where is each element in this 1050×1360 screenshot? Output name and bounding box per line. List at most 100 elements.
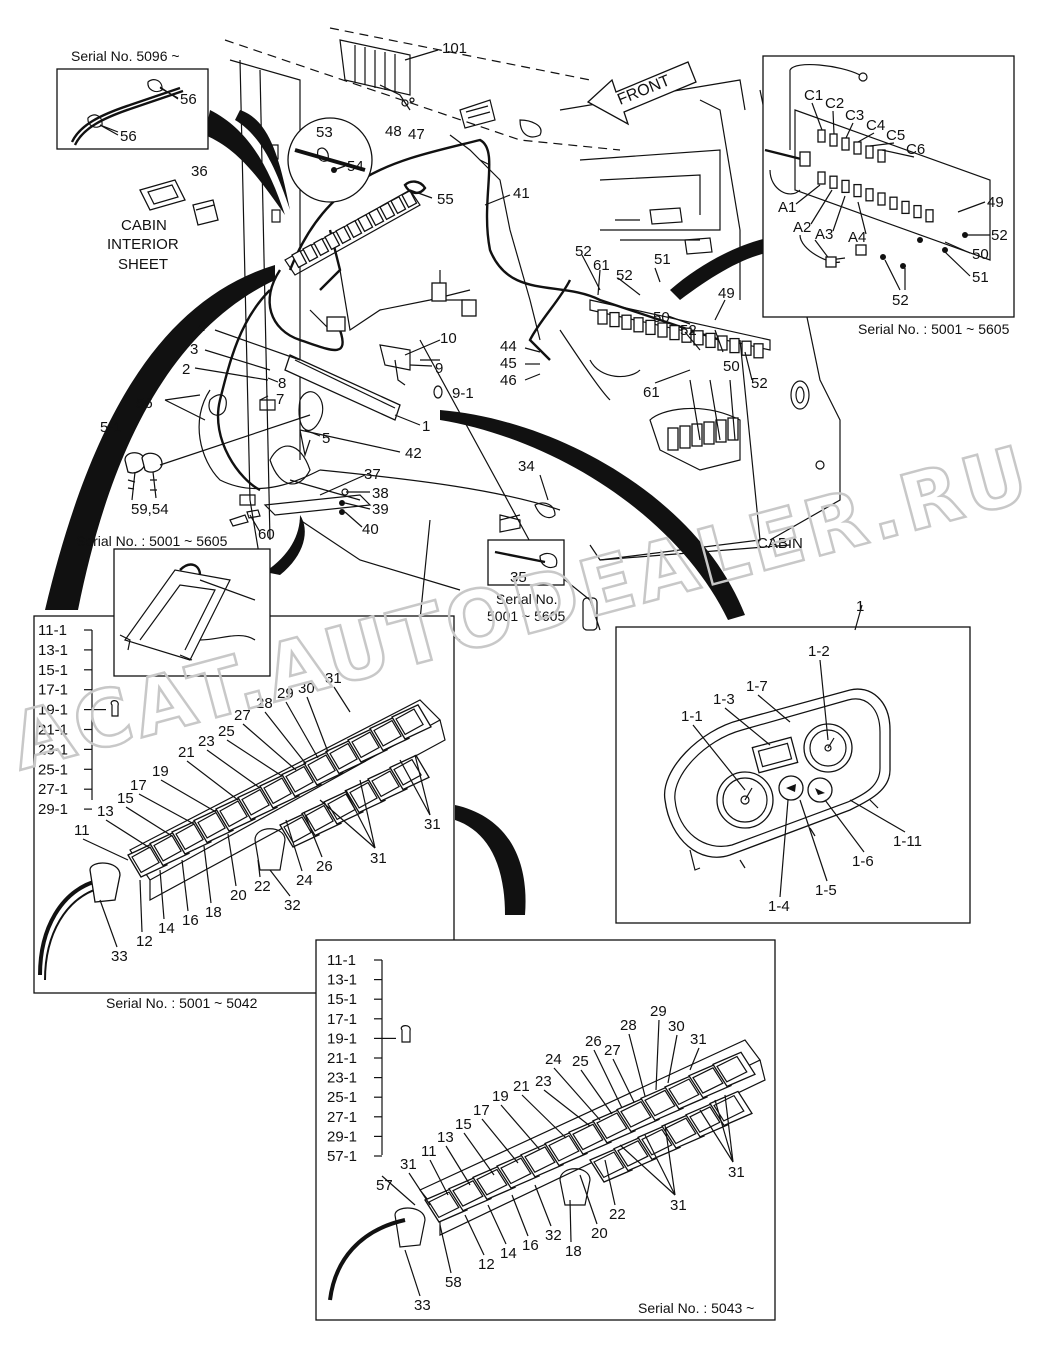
switch-bottom-label-29: 29 [650, 1003, 667, 1020]
fuse [291, 249, 308, 269]
label-37: 37 [364, 466, 381, 483]
leader-line [757, 694, 791, 723]
inset-label-a4: A4 [848, 229, 866, 246]
leader-line [543, 1089, 591, 1127]
rocker-switch-face [620, 1100, 652, 1128]
label-1: 1 [422, 418, 430, 435]
rocker-switch-face [593, 1151, 625, 1179]
inset-label-a1: A1 [778, 199, 796, 216]
leader-line [206, 749, 261, 789]
connector-a [865, 188, 874, 202]
inset-label-c6: C6 [906, 141, 925, 158]
serial-left-panel: Serial No. : 5001 ~ 5042 [106, 995, 258, 1011]
rocker-switch-face [716, 1055, 748, 1083]
switch-bottom-label-13: 13 [437, 1129, 454, 1146]
switch-bottom-label-15: 15 [455, 1116, 472, 1133]
leader-line [285, 701, 319, 759]
leader-line [799, 799, 828, 882]
lamp-list-label-19-1: 19-1 [327, 1030, 357, 1047]
lamp-list-label-17-1: 17-1 [327, 1011, 357, 1028]
fuse [302, 243, 319, 263]
rocker-switch-face [548, 1134, 580, 1162]
label-50: 50 [723, 358, 740, 375]
rocker-switch-face [641, 1128, 673, 1156]
switch-bottom-label-14: 14 [500, 1245, 517, 1262]
leader-line [832, 110, 835, 135]
label-39: 39 [372, 501, 389, 518]
label-38: 38 [372, 485, 389, 502]
rocker-switch-face [371, 770, 400, 798]
lamp-list-label-21-1: 21-1 [38, 722, 68, 739]
inset-label-50: 50 [972, 246, 989, 263]
fuse [609, 311, 620, 328]
leader-line [344, 789, 376, 849]
leader-line [580, 1069, 613, 1115]
lamp-list-label-27-1: 27-1 [327, 1109, 357, 1126]
label-52: 52 [616, 267, 633, 284]
lamp-list-label-15-1: 15-1 [38, 662, 68, 679]
switch-left-label-27: 27 [234, 707, 251, 724]
relay [667, 427, 679, 451]
rocker-switch-face [329, 742, 358, 770]
rocker-switch-face [665, 1117, 697, 1145]
switch-left-label-31: 31 [325, 670, 342, 687]
leader-line [105, 819, 151, 849]
rocker-switch [712, 1051, 756, 1088]
leader-line [795, 184, 821, 205]
lamp-list-label-19-1: 19-1 [38, 702, 68, 719]
rocker-switch-face [524, 1146, 556, 1173]
leader-line [439, 1224, 452, 1274]
rocker-switch-face [713, 1094, 745, 1122]
leader-line [724, 1094, 734, 1163]
switch-bottom-label-16: 16 [522, 1237, 539, 1254]
fuse [324, 231, 341, 251]
leader-line [811, 102, 823, 131]
lamp-list-label-25-1: 25-1 [38, 761, 68, 778]
switch-bottom-label-22: 22 [609, 1206, 626, 1223]
leader-line [593, 1049, 623, 1109]
switch-bottom-label-58: 58 [445, 1274, 462, 1291]
lamp-list-label-11-1: 11-1 [327, 952, 356, 969]
connector-c [817, 129, 826, 143]
leader-line [138, 793, 195, 825]
label-55: 55 [437, 191, 454, 208]
switch-bottom-label-26: 26 [585, 1033, 602, 1050]
leader-line [186, 760, 239, 801]
switch-left-label-21: 21 [178, 744, 195, 761]
leader-line [139, 879, 143, 933]
label-52: 52 [751, 375, 768, 392]
callout-sweeps [45, 110, 790, 915]
fuse [313, 237, 330, 257]
fuse [357, 213, 374, 233]
leader-line [604, 1159, 616, 1206]
label-34: 34 [518, 458, 535, 475]
leader-line [832, 195, 846, 232]
fuse-block-right [589, 299, 771, 471]
lamp-list-label-57-1: 57-1 [327, 1148, 357, 1165]
switch-left-label-28: 28 [256, 695, 273, 712]
leader-line [521, 1094, 567, 1139]
switch-left-label-23: 23 [198, 733, 215, 750]
fuse [705, 332, 716, 349]
leader-line [242, 723, 297, 771]
rocker-switch-face [219, 800, 248, 828]
switch-left-label-24: 24 [296, 872, 313, 889]
switch-left-label-32: 32 [284, 897, 301, 914]
gauge-label-1-6: 1-6 [852, 853, 874, 870]
rocker-switch-face [572, 1123, 604, 1151]
gauge-label-1-7: 1-7 [746, 678, 768, 695]
label-9-1: 9-1 [452, 385, 474, 402]
label-46: 46 [500, 372, 517, 389]
leader-line [667, 1034, 678, 1084]
leader-line [99, 899, 118, 948]
rocker-switch-face [197, 811, 226, 839]
rocker-switch-face [692, 1067, 724, 1094]
label-50: 50 [653, 309, 670, 326]
gauge-label-1-2: 1-2 [808, 643, 830, 660]
lamp-list-label-21-1: 21-1 [327, 1050, 357, 1067]
leader-line [226, 739, 283, 777]
gauge-cluster-panel [615, 626, 971, 924]
relay [679, 425, 691, 449]
lamp-list-label-29-1: 29-1 [38, 801, 68, 818]
label-4: 4 [198, 318, 206, 335]
